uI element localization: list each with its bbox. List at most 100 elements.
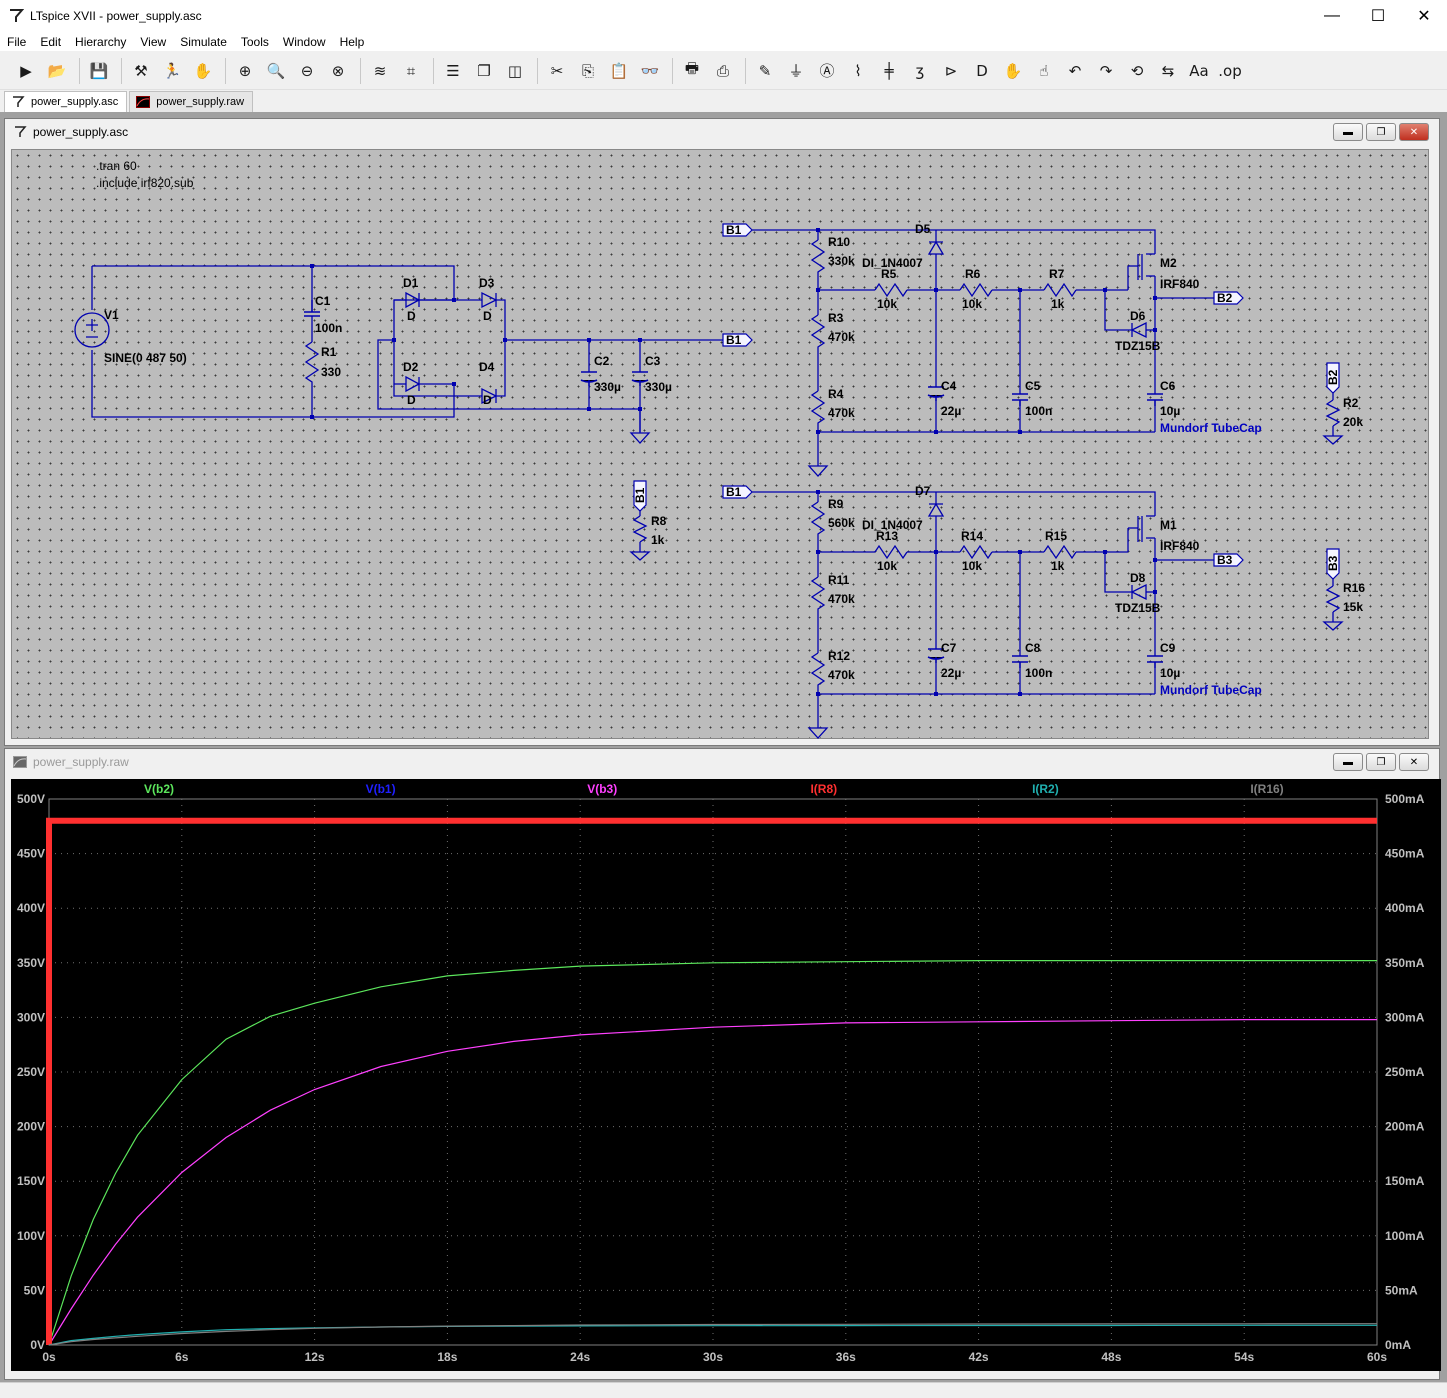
- tile-horizontal-icon[interactable]: ☰: [446, 61, 460, 80]
- menu-view[interactable]: View: [140, 34, 167, 49]
- window-title: LTspice XVII - power_supply.asc: [30, 9, 202, 23]
- menu-simulate[interactable]: Simulate: [180, 34, 227, 49]
- net-b1-top[interactable]: B1: [726, 223, 742, 237]
- drag-icon[interactable]: ☝: [1039, 61, 1049, 80]
- title-bar: LTspice XVII - power_supply.asc — ☐ ✕: [0, 0, 1447, 32]
- minimize-button[interactable]: —: [1324, 7, 1340, 24]
- label-r2-value: 20k: [1343, 415, 1363, 429]
- tab-power-supply-asc[interactable]: power_supply.asc: [4, 91, 128, 112]
- series-line-vb3: [48, 1019, 1377, 1346]
- net-b2-load[interactable]: B2: [1326, 369, 1340, 385]
- control-panel-icon[interactable]: ⚒: [134, 61, 148, 80]
- child-restore-button[interactable]: ❐: [1366, 753, 1396, 771]
- net-b3-load[interactable]: B3: [1326, 555, 1340, 571]
- legend-entry: I(R8): [810, 782, 837, 796]
- zoom-fit-icon[interactable]: 🔍: [266, 61, 286, 80]
- pan-hand-icon[interactable]: ✋: [193, 61, 213, 80]
- net-b1-bottom[interactable]: B1: [726, 485, 742, 499]
- menu-help[interactable]: Help: [339, 34, 365, 49]
- net-b3-output[interactable]: B3: [1217, 553, 1233, 567]
- schematic-canvas[interactable]: .tran 60 .include irf820.sub V1 SINE(0 4…: [11, 149, 1429, 739]
- child-restore-button[interactable]: ❐: [1366, 123, 1396, 141]
- junction-dots: [310, 228, 1157, 696]
- y-tick-label-left: 400V: [17, 901, 45, 915]
- waveform-icon: [136, 96, 151, 108]
- x-tick-label: 54s: [1234, 1350, 1254, 1364]
- child-minimize-button[interactable]: ▬: [1333, 123, 1363, 141]
- label-r13-value: 10k: [877, 559, 897, 573]
- x-tick-label: 30s: [703, 1350, 723, 1364]
- label-c8: C8: [1025, 641, 1041, 655]
- diode-icon[interactable]: ⊳: [944, 61, 958, 80]
- menu-window[interactable]: Window: [282, 34, 326, 49]
- zoom-cancel-icon[interactable]: ⊗: [331, 61, 345, 80]
- open-icon[interactable]: 📂: [47, 61, 67, 80]
- label-net-icon[interactable]: Ⓐ: [819, 62, 835, 80]
- label-r7: R7: [1049, 267, 1065, 281]
- label-r9-value: 560k: [828, 516, 855, 530]
- capacitor-icon[interactable]: ╪: [884, 61, 894, 80]
- series-line-vb1: [48, 820, 1377, 1345]
- cut-icon[interactable]: ✂: [550, 61, 564, 80]
- directive-tran[interactable]: .tran 60: [96, 159, 137, 173]
- y-tick-label-left: 150V: [17, 1174, 45, 1188]
- child-close-button[interactable]: ✕: [1399, 753, 1429, 771]
- ground-icon[interactable]: ⏚: [788, 62, 804, 80]
- menu-file[interactable]: File: [7, 34, 27, 49]
- resistor-icon[interactable]: ⌇: [854, 61, 862, 80]
- print-icon[interactable]: 🖶: [684, 59, 700, 77]
- toolbar-separator: [79, 57, 80, 84]
- schematic-scrollbar[interactable]: [1429, 149, 1439, 739]
- child-close-button[interactable]: ✕: [1399, 123, 1429, 141]
- net-b1-input[interactable]: B1: [726, 333, 742, 347]
- net-b1-load[interactable]: B1: [633, 487, 647, 503]
- capacitor-symbols: [304, 300, 1163, 668]
- spice-directive-icon[interactable]: .op: [1218, 61, 1242, 80]
- text-icon[interactable]: Aa: [1189, 61, 1209, 80]
- find-icon[interactable]: 👓: [640, 61, 660, 80]
- label-c4-value: 22µ: [941, 404, 961, 418]
- net-b2-output[interactable]: B2: [1217, 291, 1233, 305]
- run-simulation-icon[interactable]: 🏃: [162, 61, 182, 80]
- series-line-ir16: [48, 1323, 1378, 1346]
- label-r14: R14: [961, 529, 983, 543]
- child-minimize-button[interactable]: ▬: [1333, 753, 1363, 771]
- mirror-icon[interactable]: ⇆: [1161, 61, 1175, 80]
- redo-icon[interactable]: ↷: [1099, 61, 1113, 80]
- label-r10: R10: [828, 235, 850, 249]
- inductor-icon[interactable]: ʒ: [915, 61, 925, 80]
- grid-icon[interactable]: ⌗: [406, 61, 416, 80]
- print-setup-icon[interactable]: ⎙: [716, 61, 729, 80]
- rotate-icon[interactable]: ⟲: [1130, 61, 1144, 80]
- y-tick-label-right: 0mA: [1385, 1338, 1411, 1352]
- cascade-icon[interactable]: ❐: [477, 61, 491, 80]
- save-icon[interactable]: 💾: [89, 61, 109, 80]
- autorange-icon[interactable]: ≋: [373, 61, 387, 80]
- menu-hierarchy[interactable]: Hierarchy: [75, 34, 127, 49]
- component-icon[interactable]: D: [976, 61, 988, 80]
- run-icon[interactable]: ▶: [20, 61, 32, 80]
- paste-icon[interactable]: 📋: [609, 61, 629, 80]
- menu-edit[interactable]: Edit: [40, 34, 62, 49]
- zoom-in-icon[interactable]: ⊕: [238, 61, 252, 80]
- label-c7-value: 22µ: [941, 666, 961, 680]
- close-button[interactable]: ✕: [1417, 8, 1431, 25]
- zoom-out-icon[interactable]: ⊖: [300, 61, 314, 80]
- x-tick-label: 6s: [175, 1350, 189, 1364]
- label-d1: D1: [403, 276, 419, 290]
- undo-icon[interactable]: ↶: [1068, 61, 1082, 80]
- menu-tools[interactable]: Tools: [240, 34, 269, 49]
- move-icon[interactable]: ✋: [1003, 61, 1023, 80]
- draw-wire-icon[interactable]: ✎: [758, 61, 772, 80]
- y-tick-label-left: 300V: [17, 1010, 45, 1024]
- label-r6: R6: [965, 267, 981, 281]
- copy-icon[interactable]: ⎘: [581, 61, 594, 80]
- y-tick-label-right: 350mA: [1385, 956, 1425, 970]
- label-r1-value: 330: [321, 365, 341, 379]
- tab-power-supply-raw[interactable]: power_supply.raw: [129, 91, 254, 112]
- tile-vertical-icon[interactable]: ◫: [507, 61, 523, 80]
- directive-include[interactable]: .include irf820.sub: [96, 176, 194, 190]
- maximize-button[interactable]: ☐: [1370, 8, 1386, 25]
- mdi-area: power_supply.asc ▬ ❐ ✕: [0, 112, 1447, 1382]
